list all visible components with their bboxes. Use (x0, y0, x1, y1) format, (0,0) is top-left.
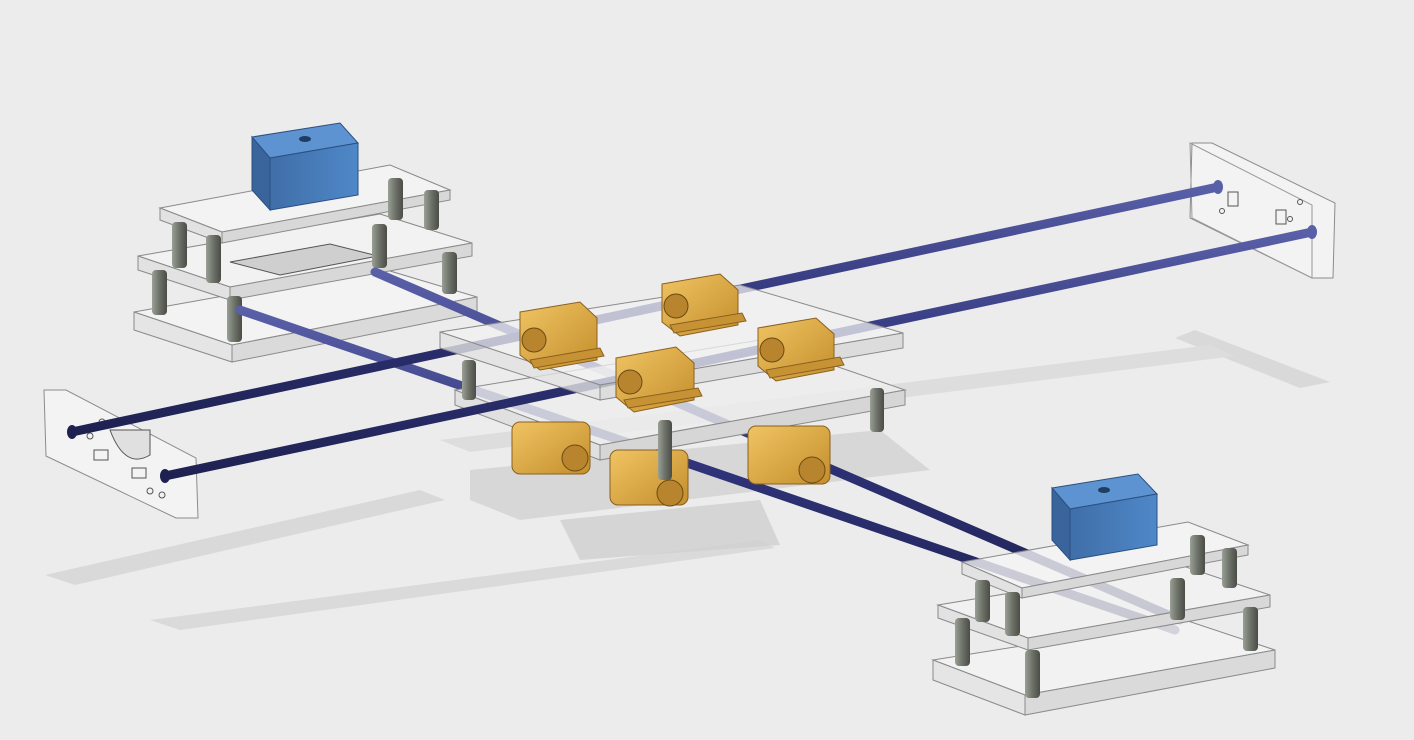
left-end-plate (43, 389, 199, 519)
pillow-block-bearing (661, 273, 747, 337)
pillow-block-bearing (519, 301, 605, 371)
pillow-block-bearing (609, 449, 689, 507)
standoffs (152, 178, 457, 342)
upper-bearings (519, 273, 845, 413)
stepper-motor[interactable] (1051, 473, 1159, 562)
right-motor-assembly[interactable] (931, 473, 1276, 716)
left-motor-assembly[interactable] (133, 122, 478, 363)
stepper-motor[interactable] (251, 122, 359, 212)
pillow-block-bearing (511, 421, 591, 475)
motor-mount-middle-plate (936, 564, 1271, 651)
standoffs (955, 535, 1258, 698)
motor-mount-bottom-plate (931, 619, 1276, 716)
pillow-block-bearing (747, 425, 831, 485)
pillow-block-bearing (757, 317, 845, 382)
pillow-block-bearing (615, 346, 703, 413)
motor-mount-bottom-plate (133, 267, 478, 363)
